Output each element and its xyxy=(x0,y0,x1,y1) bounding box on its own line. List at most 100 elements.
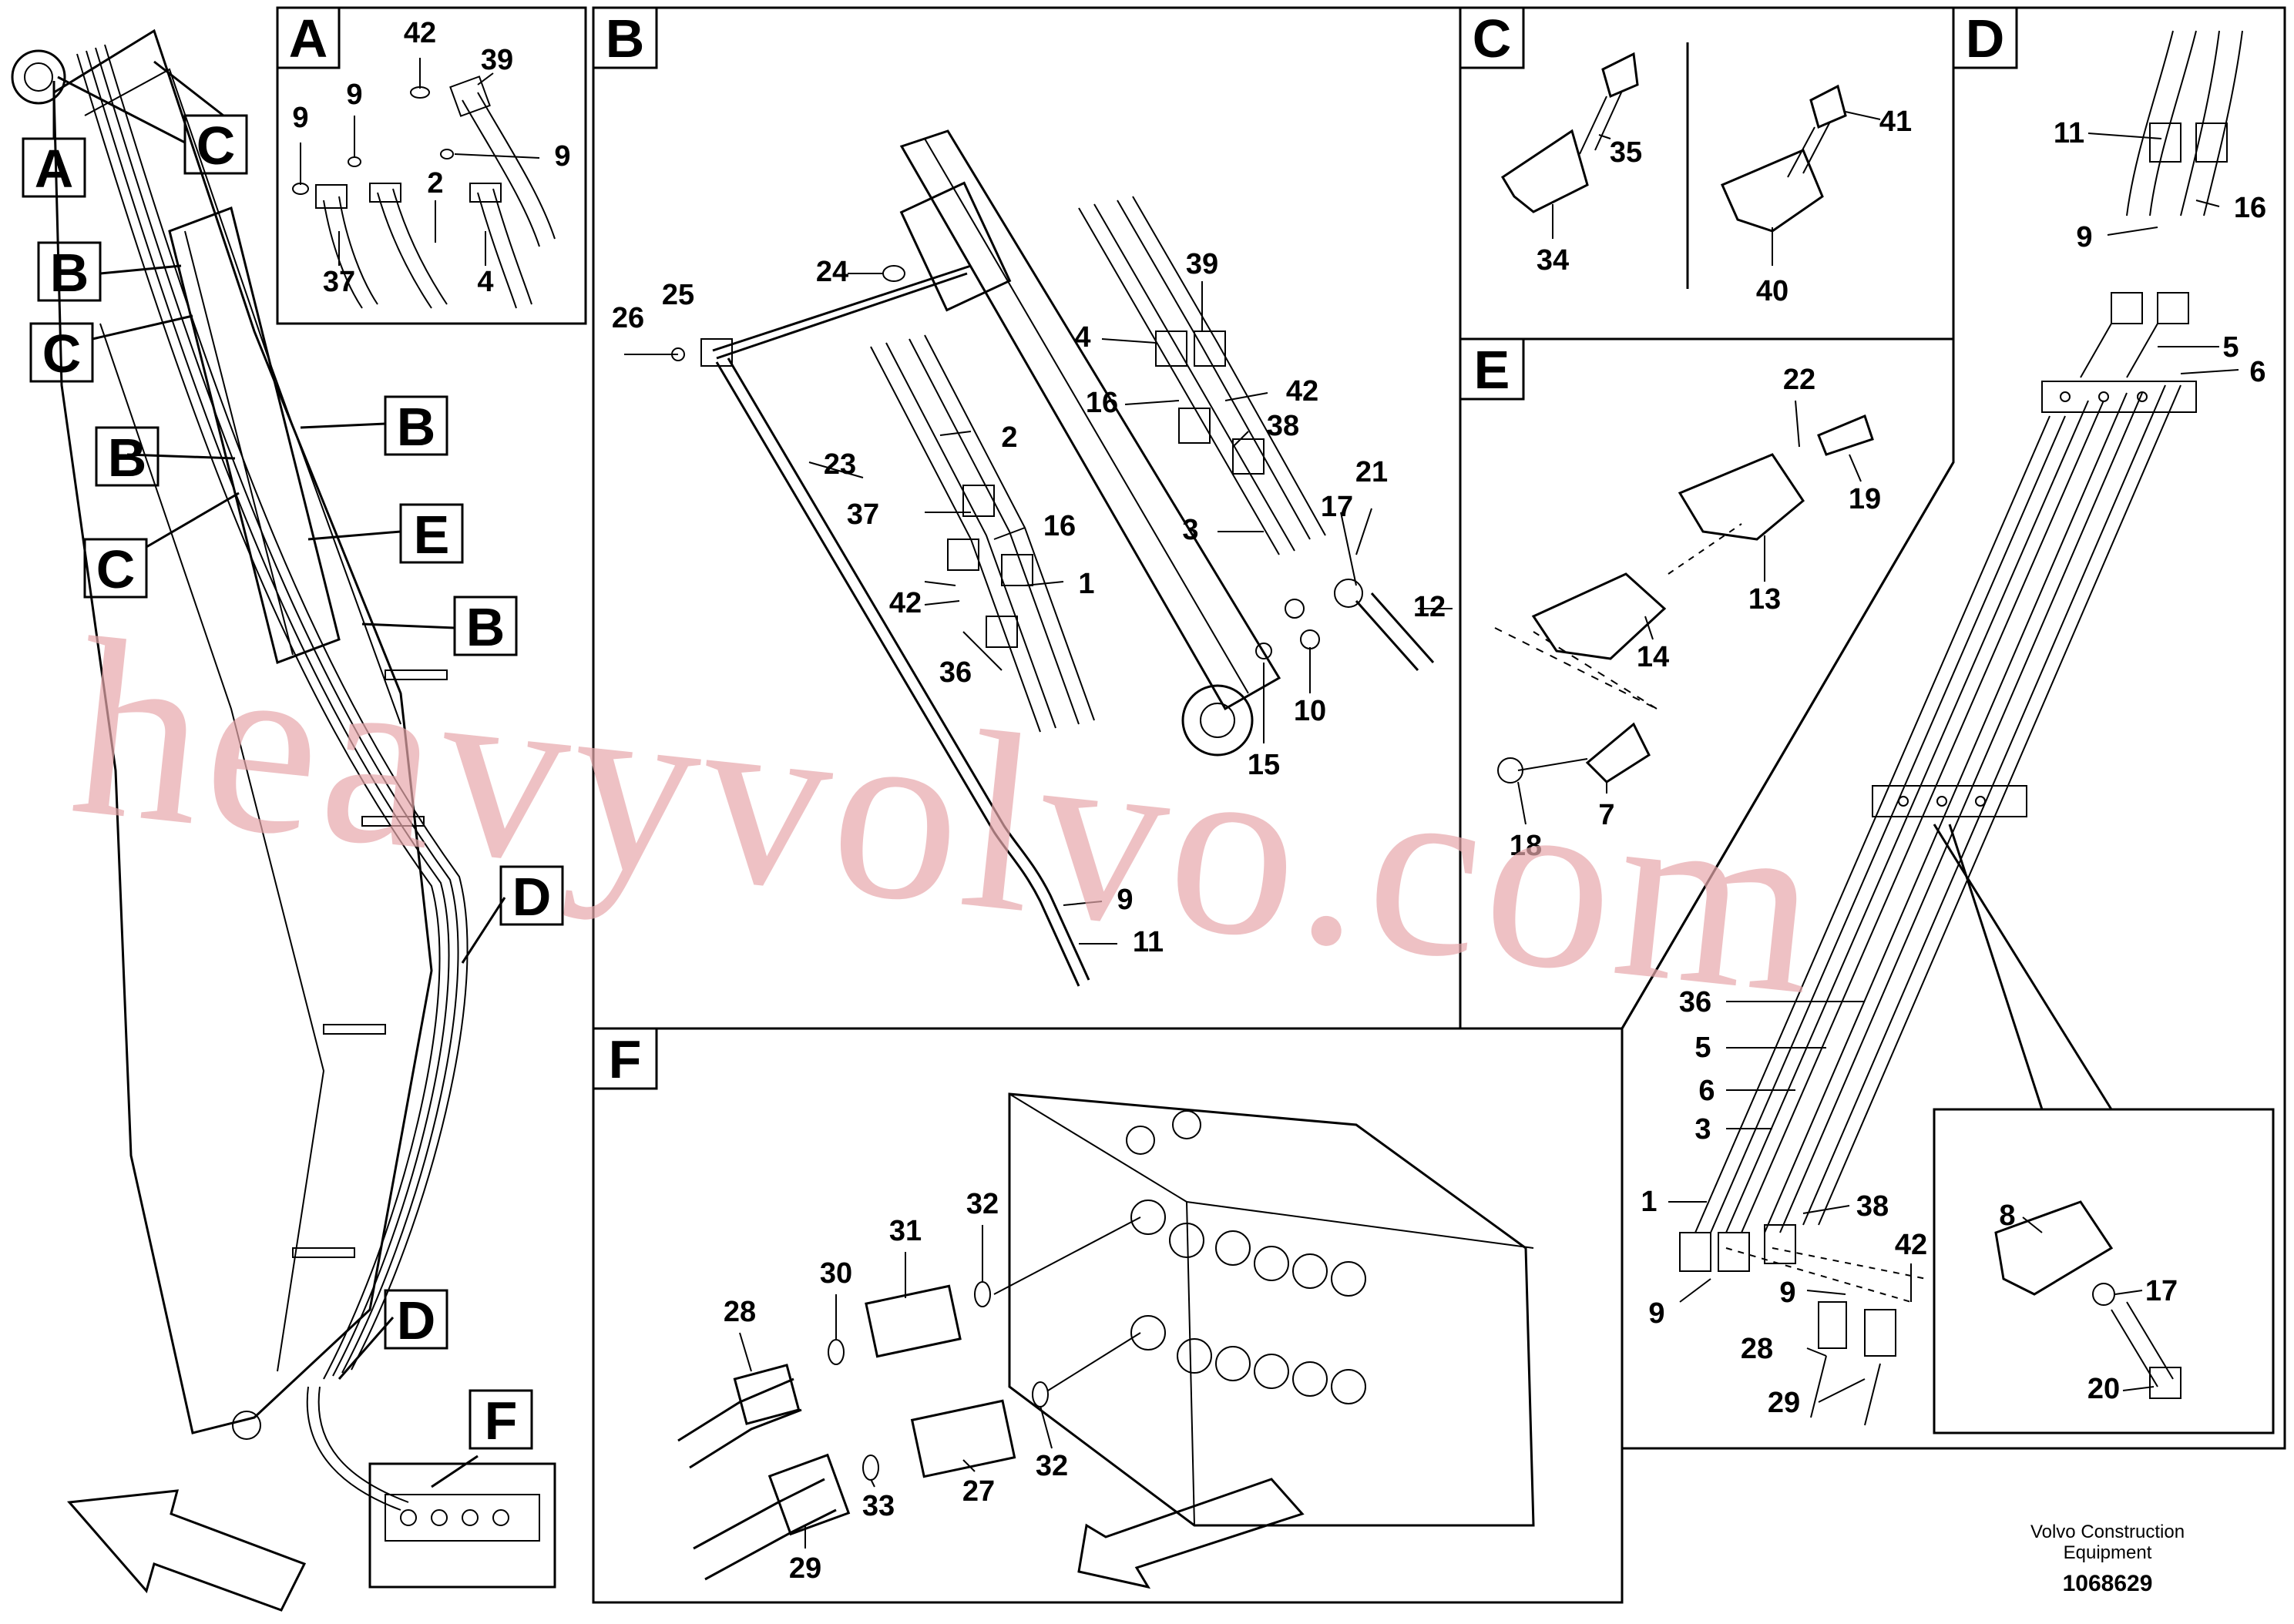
part-label: 5 xyxy=(2222,331,2239,364)
svg-text:F: F xyxy=(485,1391,518,1451)
part-label: 34 xyxy=(1537,244,1569,277)
part-label: 17 xyxy=(1321,491,1353,523)
part-label: 39 xyxy=(1186,248,1218,280)
svg-text:B: B xyxy=(108,428,147,488)
part-label: 28 xyxy=(1741,1333,1773,1365)
svg-text:C: C xyxy=(196,116,236,176)
callout-C-top: C xyxy=(183,114,248,176)
part-label: 22 xyxy=(1783,364,1815,396)
part-label: 27 xyxy=(962,1475,995,1508)
part-label: 16 xyxy=(2234,192,2266,224)
part-label: 21 xyxy=(1355,456,1388,488)
part-label: 5 xyxy=(1694,1032,1711,1064)
part-label: 40 xyxy=(1756,275,1789,307)
part-label: 16 xyxy=(1086,387,1118,419)
part-label: 19 xyxy=(1849,483,1881,515)
part-label: 7 xyxy=(1598,799,1614,831)
panel-A-letter: A xyxy=(289,8,328,69)
part-label: 24 xyxy=(816,256,848,288)
part-label: 23 xyxy=(824,448,856,481)
part-label: 37 xyxy=(847,498,879,531)
part-label: 1 xyxy=(1641,1186,1657,1218)
part-label: 9 xyxy=(554,140,570,173)
part-label: 42 xyxy=(1895,1229,1927,1261)
callout-D-1: D xyxy=(499,865,564,927)
part-label: 9 xyxy=(346,79,362,111)
panel-F: F 32 31 30 28 32 xyxy=(592,1027,1624,1604)
callout-B-4: B xyxy=(453,596,518,657)
panel-D-letter: D xyxy=(1966,8,2005,69)
part-label: 28 xyxy=(724,1296,756,1328)
part-label: 42 xyxy=(404,17,436,49)
part-label: 38 xyxy=(1856,1190,1889,1223)
svg-text:D: D xyxy=(397,1290,436,1351)
panel-C-letter: C xyxy=(1473,8,1512,69)
panel-B: B xyxy=(592,6,1462,1030)
part-label: 32 xyxy=(1036,1450,1068,1482)
part-label: 35 xyxy=(1610,136,1642,169)
callout-C-3: C xyxy=(83,538,148,599)
part-label: 38 xyxy=(1267,410,1299,442)
callout-B-2: B xyxy=(384,395,448,457)
part-label: 11 xyxy=(1133,926,1164,958)
svg-text:C: C xyxy=(42,324,82,384)
part-label: 37 xyxy=(323,266,355,298)
part-label: 1 xyxy=(1078,568,1094,600)
svg-text:B: B xyxy=(397,397,436,457)
svg-text:A: A xyxy=(35,139,74,199)
part-label: 36 xyxy=(939,656,972,689)
part-label: 29 xyxy=(789,1552,821,1585)
panel-A: A 42 39 9 9 9 2 37 4 xyxy=(276,6,587,325)
overview-arm: A C B C B E C B B D D F xyxy=(11,29,564,1612)
callout-B-3: B xyxy=(95,426,160,488)
part-label: 2 xyxy=(1001,421,1017,454)
part-label: 3 xyxy=(1694,1113,1711,1146)
callout-C-2: C xyxy=(29,322,94,384)
part-label: 39 xyxy=(481,44,513,76)
callout-E: E xyxy=(399,503,464,565)
panel-E-letter: E xyxy=(1474,340,1510,400)
part-label: 33 xyxy=(862,1490,895,1522)
watermark: heavyvolvo.com xyxy=(62,586,1834,1049)
part-label: 29 xyxy=(1768,1387,1800,1419)
part-label: 4 xyxy=(1074,321,1090,354)
part-label: 14 xyxy=(1637,641,1669,673)
part-label: 15 xyxy=(1248,749,1280,781)
svg-text:B: B xyxy=(50,243,89,303)
part-label: 32 xyxy=(966,1188,999,1220)
part-label: 2 xyxy=(427,167,443,200)
callout-B-1: B xyxy=(37,241,102,303)
callout-A: A xyxy=(22,137,86,199)
part-label: 25 xyxy=(662,279,694,311)
part-label: 18 xyxy=(1510,830,1542,862)
part-label: 9 xyxy=(1117,884,1133,916)
part-label: 41 xyxy=(1879,106,1912,138)
svg-text:C: C xyxy=(96,539,136,599)
svg-text:E: E xyxy=(414,505,450,565)
part-label: 3 xyxy=(1182,514,1198,546)
part-label: 16 xyxy=(1043,510,1076,542)
part-label: 13 xyxy=(1748,583,1781,616)
part-label: 10 xyxy=(1294,695,1326,727)
part-label: 42 xyxy=(1286,375,1318,408)
callout-F: F xyxy=(469,1389,533,1451)
drawing-number: 1068629 xyxy=(2062,1571,2153,1596)
svg-text:B: B xyxy=(466,597,505,657)
part-label: 12 xyxy=(1413,591,1446,623)
part-label: 17 xyxy=(2145,1275,2178,1307)
callout-D-2: D xyxy=(384,1289,448,1351)
part-label: 36 xyxy=(1679,986,1711,1018)
part-label: 9 xyxy=(2076,221,2092,253)
panel-F-letter: F xyxy=(609,1029,642,1089)
part-label: 11 xyxy=(2054,117,2084,149)
part-label: 6 xyxy=(1698,1075,1715,1107)
part-label: 9 xyxy=(292,102,308,134)
part-label: 20 xyxy=(2087,1373,2120,1405)
part-label: 8 xyxy=(1999,1200,2015,1232)
company-name-line1: Volvo Construction xyxy=(2030,1522,2185,1542)
panel-C: C 35 41 34 40 xyxy=(1459,6,1955,341)
part-label: 26 xyxy=(612,302,644,334)
detail-clamp-inset: 8 17 20 xyxy=(1933,1108,2275,1434)
